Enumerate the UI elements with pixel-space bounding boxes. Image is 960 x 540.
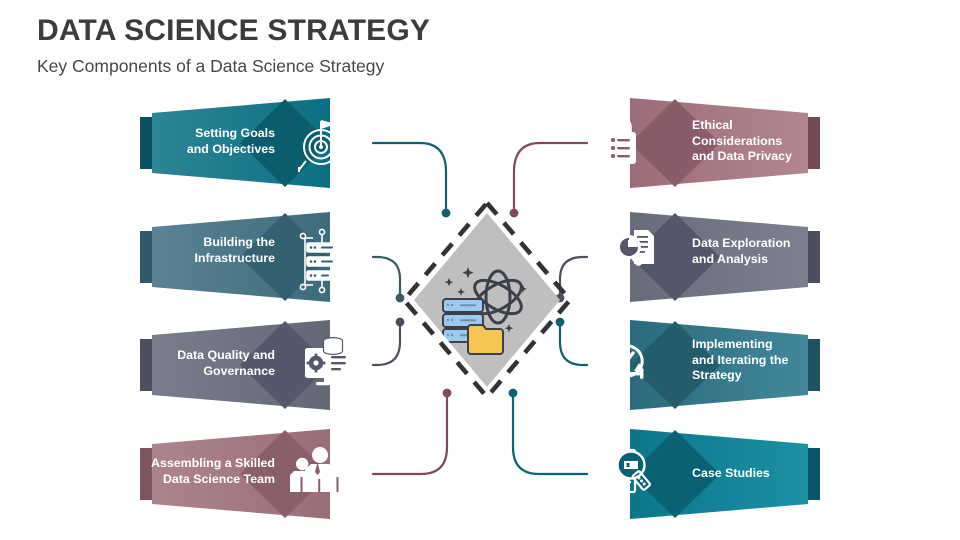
server-network-icon [299, 228, 345, 294]
left-item-4[interactable] [140, 429, 350, 519]
banner-tail-left-2 [140, 231, 154, 283]
right-item-1-label: Ethical Considerations and Data Privacy [692, 118, 792, 164]
left-item-1-label: Setting Goals and Objectives [186, 126, 275, 156]
diamond-right-4 [630, 430, 720, 518]
target-goal-icon [298, 120, 344, 172]
left-item-2-label: Building the Infrastructure [194, 235, 275, 265]
left-item-1[interactable] [140, 98, 344, 188]
connector-left-2 [371, 255, 402, 300]
right-item-2[interactable] [605, 212, 820, 302]
connector-dot-right-3 [555, 317, 565, 327]
left-item-2[interactable] [140, 212, 345, 302]
team-people-icon [290, 447, 350, 492]
connector-dot-left-4 [442, 388, 452, 398]
connector-left-1 [371, 141, 448, 214]
connector-right-4 [511, 392, 589, 476]
diamond-left-3 [240, 321, 330, 409]
diamond-right-1 [630, 99, 720, 187]
connector-dot-left-1 [441, 208, 451, 218]
connector-dot-right-4 [508, 388, 518, 398]
diamond-left-1 [240, 99, 330, 187]
right-item-2-label: Data Exploration and Analysis [692, 236, 791, 266]
left-item-3[interactable] [140, 320, 351, 410]
center-dashed-border [400, 199, 574, 401]
person-check-cycle-icon [597, 344, 644, 390]
right-item-3[interactable] [597, 320, 820, 410]
right-item-4-label: Case Studies [692, 466, 770, 480]
header: DATA SCIENCE STRATEGY Key Components of … [37, 14, 737, 77]
left-item-4-label: Assembling a Skilled Data Science Team [151, 456, 275, 486]
monitor-database-gear-icon [305, 337, 351, 386]
chart-magnifier-document-icon [605, 230, 654, 273]
connectors [371, 141, 589, 476]
connector-right-2 [558, 255, 589, 300]
banner-tail-right-2 [806, 231, 820, 283]
banner-tail-left-1 [140, 117, 154, 169]
right-item-3-label: Implementing and Iterating the Strategy [692, 337, 789, 383]
banner-tail-right-4 [806, 448, 820, 500]
right-item-4[interactable] [603, 429, 820, 519]
document-magnifier-icon [603, 448, 651, 494]
center-node[interactable] [400, 199, 574, 401]
lock-privacy-icon [606, 116, 636, 164]
banner-tail-right-1 [806, 117, 820, 169]
banner-tail-left-3 [140, 339, 154, 391]
connector-left-3 [371, 320, 402, 367]
page-subtitle: Key Components of a Data Science Strateg… [37, 56, 385, 76]
connector-dot-left-2 [395, 293, 405, 303]
right-item-1[interactable] [606, 98, 820, 188]
page-title: DATA SCIENCE STRATEGY [37, 14, 431, 47]
connector-right-1 [512, 141, 589, 214]
left-item-3-label: Data Quality and Governance [177, 348, 275, 378]
diamond-right-3 [630, 321, 720, 409]
connector-dot-right-1 [509, 208, 519, 218]
banner-tail-right-3 [806, 339, 820, 391]
banner-tail-left-4 [140, 448, 154, 500]
connector-right-3 [558, 320, 589, 367]
connector-left-4 [371, 392, 449, 476]
connector-dot-left-3 [395, 317, 405, 327]
diamond-left-4 [240, 430, 330, 518]
